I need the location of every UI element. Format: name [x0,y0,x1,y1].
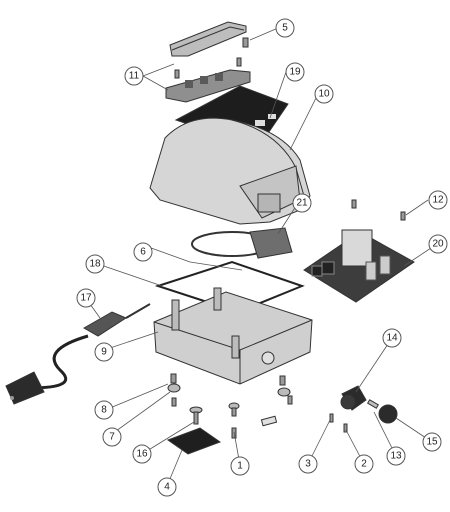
callout-20-label: 20 [432,239,444,250]
callout-21: 21 [292,193,312,213]
callout-5-label: 5 [282,23,288,34]
callout-8: 8 [94,400,114,420]
callout-7: 7 [102,427,122,447]
main-cover-part [149,117,311,225]
callout-12: 12 [428,190,448,210]
callout-4: 4 [157,477,177,497]
callout-11: 11 [124,66,144,86]
top-cap-part [169,21,247,57]
callout-19-label: 19 [289,67,301,78]
callout-16: 16 [132,444,152,464]
screw-part-12 [351,199,406,221]
callout-14: 14 [382,328,402,348]
callout-21-label: 21 [296,198,308,209]
callout-3: 3 [298,454,318,474]
callout-6: 6 [133,242,153,262]
callout-1-label: 1 [237,461,243,472]
callout-18-label: 18 [89,259,101,270]
callout-13: 13 [386,446,406,466]
callout-15-label: 15 [426,437,438,448]
callout-12-label: 12 [432,195,444,206]
cable-loom-part [191,227,293,259]
callout-16-label: 16 [136,449,148,460]
callout-2-label: 2 [361,459,367,470]
base-housing-part [153,287,313,385]
callout-19: 19 [285,62,305,82]
callout-15: 15 [422,432,442,452]
callout-11-label: 11 [129,71,140,82]
power-board-part [303,229,415,303]
callout-4-label: 4 [164,482,170,493]
callout-17-label: 17 [80,293,92,304]
foot-parts [167,373,293,407]
callout-6-label: 6 [140,247,146,258]
callout-5: 5 [275,18,295,38]
callout-1: 1 [230,456,250,476]
callout-17: 17 [76,288,96,308]
base-plate-part [166,427,222,455]
screw-part [242,37,249,48]
callout-9-label: 9 [101,347,107,358]
callout-18: 18 [85,254,105,274]
callout-13-label: 13 [390,451,402,462]
callout-7-label: 7 [109,432,115,443]
callout-3-label: 3 [305,459,311,470]
small-screw-part [174,57,242,79]
callout-8-label: 8 [101,405,107,416]
switch-assembly-part [329,385,398,433]
callout-9: 9 [94,342,114,362]
callout-20: 20 [428,234,448,254]
callout-14-label: 14 [386,333,398,344]
bracket-plate-part [165,69,251,103]
callout-2: 2 [354,454,374,474]
callout-10: 10 [314,84,334,104]
power-cord-part [5,303,151,405]
callout-10-label: 10 [318,89,330,100]
